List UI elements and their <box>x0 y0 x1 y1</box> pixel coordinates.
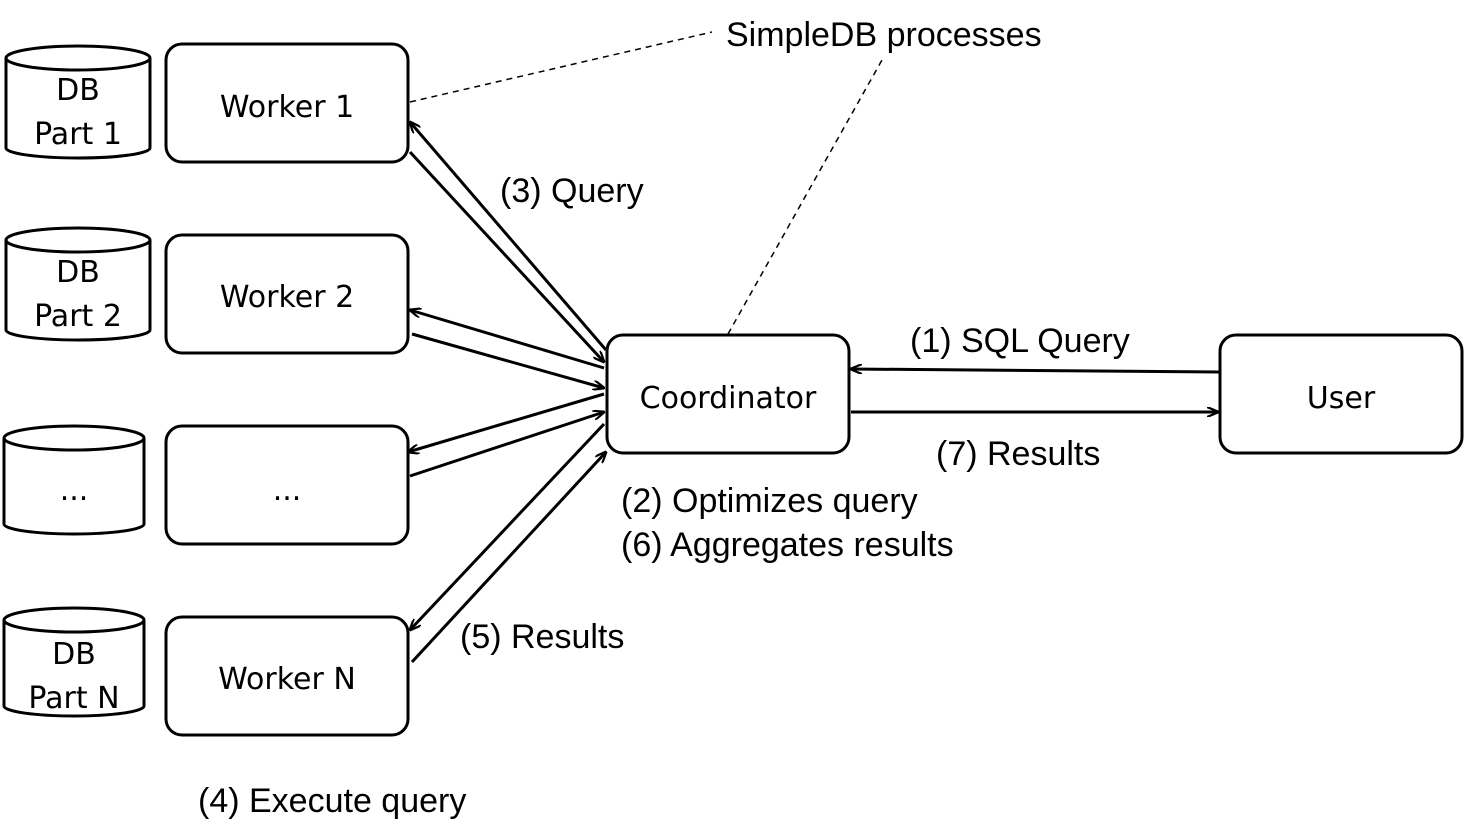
sql-query-arrow <box>851 369 1221 372</box>
worker-2-label: Worker 2 <box>220 280 354 315</box>
db-cylinder-part-1: DB Part 1 <box>4 44 152 160</box>
db-label-line-2: Part 2 <box>34 299 122 334</box>
step-7-label: (7) Results <box>936 435 1100 473</box>
db-label-line-1: DB <box>52 637 96 672</box>
worker-ellipsis-box: ... <box>164 424 410 546</box>
step-2-label: (2) Optimizes query <box>621 482 918 520</box>
step-3-label: (3) Query <box>500 172 644 210</box>
worker-1-box: Worker 1 <box>164 42 410 164</box>
step-4-label: (4) Execute query <box>198 782 466 820</box>
db-label-line-1: DB <box>56 73 100 108</box>
step-5-label: (5) Results <box>460 618 624 656</box>
simpledb-processes-label: SimpleDB processes <box>726 16 1042 54</box>
result-arrow-from-worker-n <box>410 452 606 664</box>
db-cylinder-ellipsis: ... <box>2 424 146 536</box>
result-arrow-from-worker-ellipsis <box>409 412 604 478</box>
worker-n-box: Worker N <box>164 615 410 737</box>
db-cylinder-part-n: DB Part N <box>2 606 146 718</box>
query-arrow-to-worker-ellipsis <box>408 392 605 452</box>
result-arrow-from-worker-1 <box>408 150 604 362</box>
db-label-line-1: DB <box>56 255 100 290</box>
query-arrow-to-worker-2 <box>410 310 605 370</box>
result-arrow-from-worker-2 <box>411 332 604 388</box>
db-cylinder-part-2: DB Part 2 <box>4 226 152 342</box>
step-1-label: (1) SQL Query <box>910 322 1130 360</box>
db-label-line-2: Part N <box>28 681 119 716</box>
callout-line-worker <box>409 31 713 103</box>
worker-1-label: Worker 1 <box>220 90 354 125</box>
query-arrow-to-worker-n <box>410 422 606 630</box>
user-box: User <box>1218 333 1464 455</box>
step-6-label: (6) Aggregates results <box>621 526 954 564</box>
query-arrow-to-worker-1 <box>410 122 608 351</box>
coordinator-box: Coordinator <box>605 333 851 455</box>
user-label: User <box>1307 381 1376 416</box>
worker-ellipsis-label: ... <box>273 473 302 508</box>
coordinator-label: Coordinator <box>640 381 817 416</box>
db-label-line-2: Part 1 <box>34 117 122 152</box>
worker-n-label: Worker N <box>218 662 356 697</box>
db-label-line-1: ... <box>60 473 89 508</box>
worker-2-box: Worker 2 <box>164 233 410 355</box>
callout-line-coordinator <box>727 59 883 335</box>
